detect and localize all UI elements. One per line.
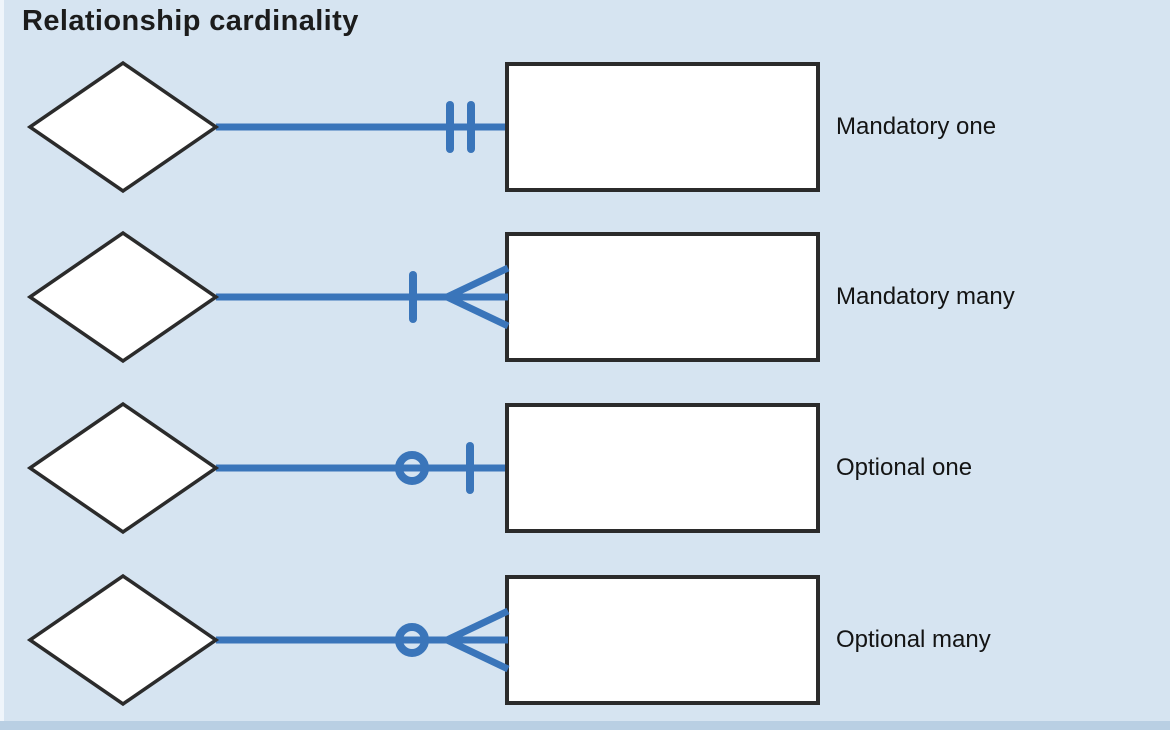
cardinality-notation-graphic	[26, 60, 820, 194]
optional-circle-symbol	[395, 451, 429, 485]
optional-circle-symbol	[395, 623, 429, 657]
cardinality-notation-graphic	[26, 401, 820, 535]
crow-foot-symbol	[445, 264, 510, 330]
cardinality-notation-graphic	[26, 573, 820, 707]
entity-rectangle	[505, 62, 820, 192]
cardinality-row-label: Optional one	[836, 454, 973, 481]
relationship-diamond	[26, 401, 220, 535]
cardinality-row-mandatory-one: Mandatory one	[0, 52, 1170, 202]
cardinality-row-optional-many: Optional many	[0, 565, 1170, 715]
relationship-diamond	[26, 60, 220, 194]
entity-rectangle	[505, 575, 820, 705]
entity-rectangle	[505, 403, 820, 533]
entity-rectangle	[505, 232, 820, 362]
cardinality-row-label: Mandatory one	[836, 113, 997, 140]
cardinality-row-mandatory-many: Mandatory many	[0, 222, 1170, 372]
relationship-diamond	[26, 573, 220, 707]
bottom-edge-strip	[0, 721, 1170, 730]
left-edge-strip	[0, 0, 4, 730]
cardinality-row-label: Mandatory many	[836, 283, 1015, 310]
cardinality-row-label: Optional many	[836, 626, 991, 653]
page-title: Relationship cardinality	[22, 5, 359, 37]
cardinality-row-optional-one: Optional one	[0, 393, 1170, 543]
cardinality-notation-graphic	[26, 230, 820, 364]
relationship-diamond	[26, 230, 220, 364]
crow-foot-symbol	[445, 607, 510, 673]
